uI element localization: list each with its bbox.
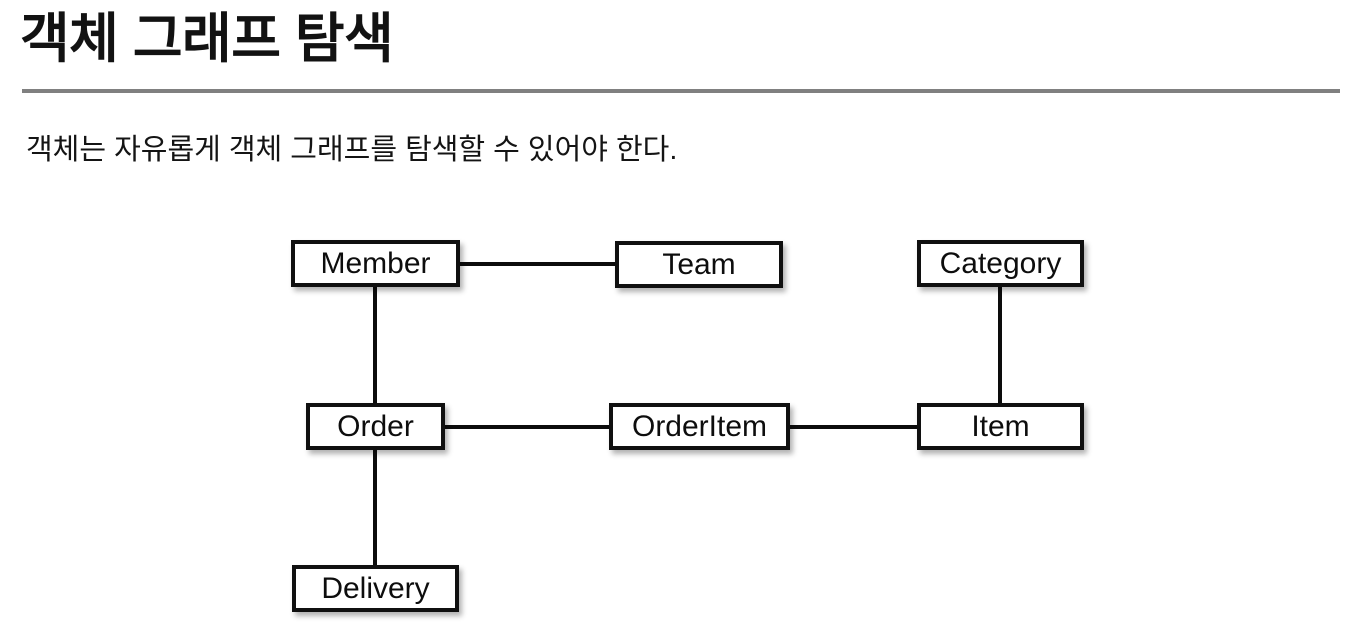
node-category[interactable]: Category: [917, 240, 1084, 287]
node-category-label: Category: [939, 246, 1062, 280]
node-delivery[interactable]: Delivery: [292, 565, 459, 612]
edge-category-item: [998, 285, 1002, 405]
page-title: 객체 그래프 탐색: [20, 9, 394, 69]
node-order-label: Order: [337, 409, 414, 443]
node-team-label: Team: [662, 247, 736, 281]
node-orderitem[interactable]: OrderItem: [609, 403, 790, 450]
node-orderitem-label: OrderItem: [631, 409, 768, 443]
edge-member-team: [458, 262, 617, 266]
node-member[interactable]: Member: [291, 240, 460, 287]
node-order[interactable]: Order: [306, 403, 445, 450]
node-member-label: Member: [320, 246, 431, 280]
edge-order-delivery: [373, 448, 377, 567]
node-item[interactable]: Item: [917, 403, 1084, 450]
title-divider: [22, 89, 1340, 93]
edge-orderitem-item: [788, 425, 919, 429]
node-item-label: Item: [971, 409, 1030, 443]
edge-order-orderitem: [443, 425, 611, 429]
node-team[interactable]: Team: [615, 241, 783, 288]
node-delivery-label: Delivery: [321, 571, 430, 605]
edge-member-order: [373, 285, 377, 405]
subtitle-text: 객체는 자유롭게 객체 그래프를 탐색할 수 있어야 한다.: [26, 134, 678, 166]
